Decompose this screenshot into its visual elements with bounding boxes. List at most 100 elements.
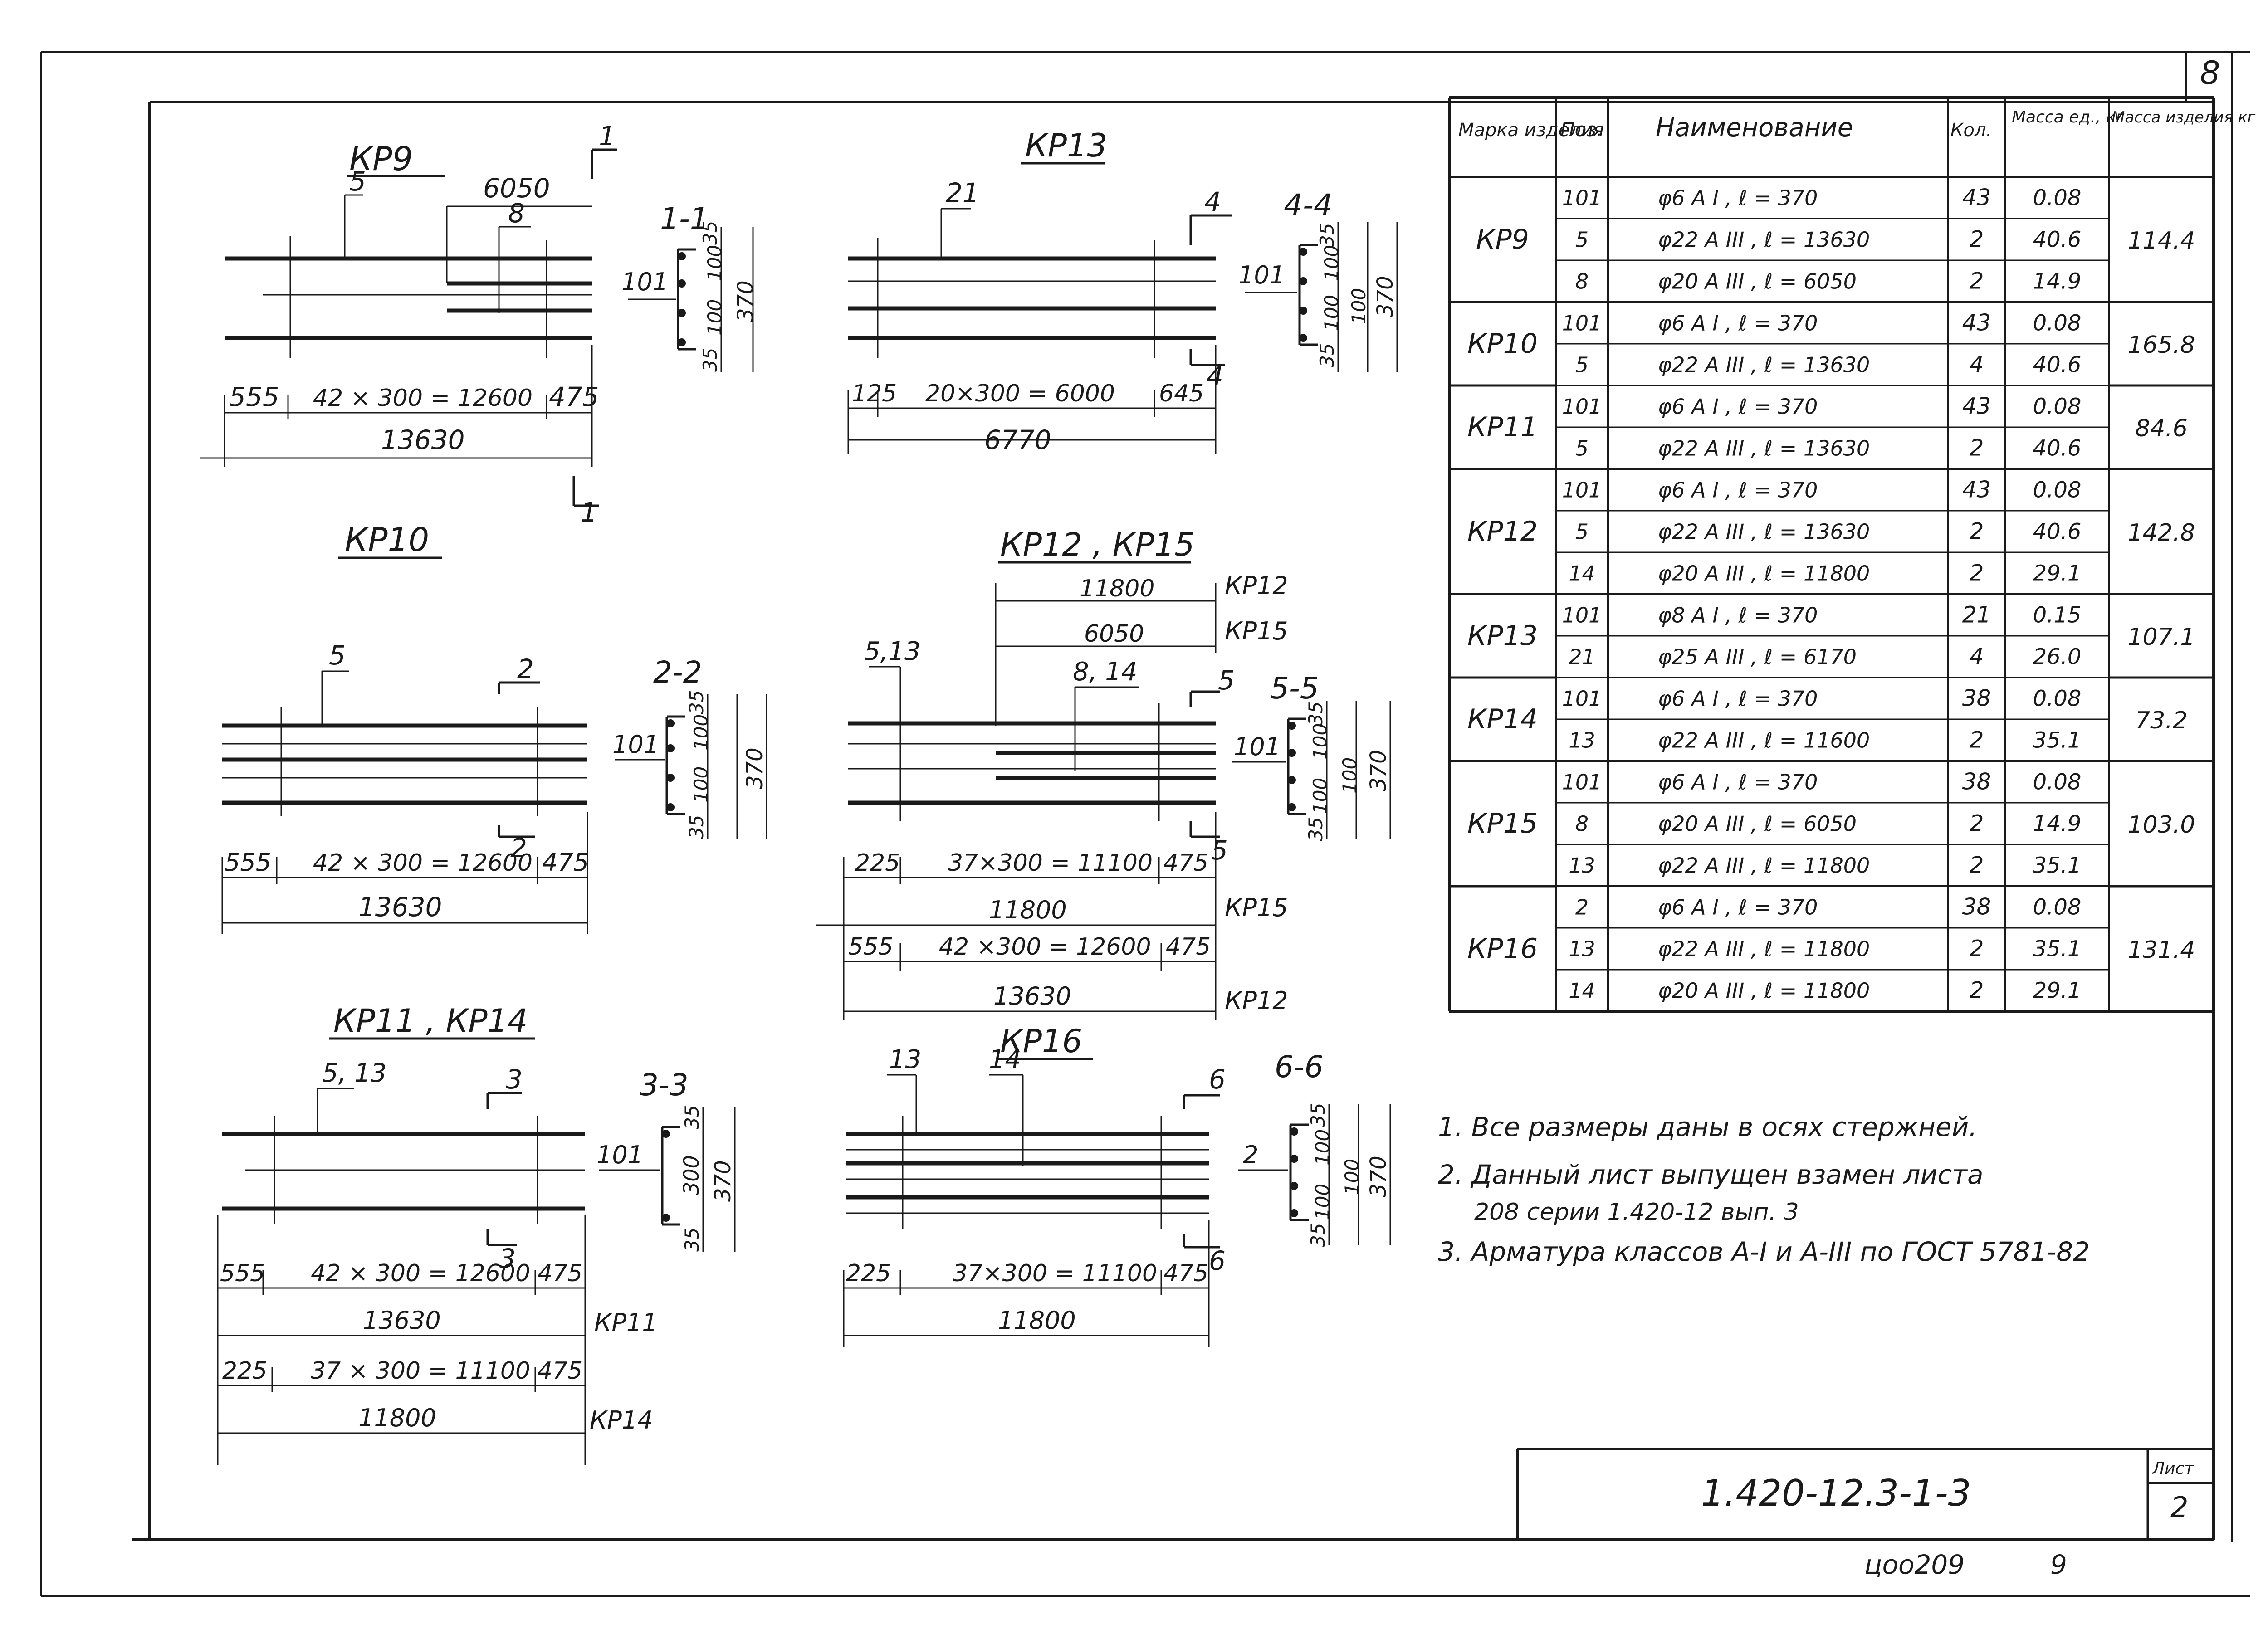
dim-label: 555 bbox=[220, 1260, 265, 1287]
cell-name: φ22 А III , ℓ = 13630 bbox=[1658, 228, 1870, 252]
dim-label: 13630 bbox=[358, 892, 442, 922]
dim-label: 475 bbox=[549, 381, 599, 412]
cell-name: φ20 А III , ℓ = 6050 bbox=[1658, 269, 1857, 294]
dim-label: 35 bbox=[681, 1228, 703, 1252]
cell-pos: 8 bbox=[1575, 269, 1589, 294]
dim-label: 475 bbox=[538, 1357, 582, 1385]
cell-unit-mass: 40.6 bbox=[2033, 436, 2082, 461]
cell-name: φ25 А III , ℓ = 6170 bbox=[1658, 645, 1857, 669]
cell-qty: 38 bbox=[1962, 894, 1991, 920]
dim-label: 300 bbox=[679, 1155, 704, 1195]
dim-label: 37 × 300 = 11100 bbox=[311, 1357, 530, 1385]
cell-qty: 2 bbox=[1970, 268, 1984, 294]
cell-pos: 14 bbox=[1569, 561, 1595, 586]
section-title: 5-5 bbox=[1270, 671, 1319, 706]
cell-pos: 101 bbox=[1562, 687, 1602, 711]
view-kp13: КР13 21 4 4 125 20×300 = 6000 645 6770 4… bbox=[847, 127, 1398, 455]
header-name: Наименование bbox=[1656, 113, 1853, 142]
section-title: 6-6 bbox=[1275, 1049, 1324, 1084]
dim-label: 35 bbox=[699, 221, 721, 245]
dim-label: 35 bbox=[1316, 223, 1338, 247]
cell-unit-mass: 40.6 bbox=[2033, 519, 2082, 545]
cut-label: 5 bbox=[1211, 835, 1228, 866]
sheet-corner-number: 8 bbox=[2200, 54, 2220, 92]
section-title: 1-1 bbox=[660, 201, 709, 236]
cell-unit-mass: 35.1 bbox=[2033, 937, 2082, 962]
cell-unit-mass: 14.9 bbox=[2033, 811, 2082, 837]
cell-item-mass: 142.8 bbox=[2128, 519, 2195, 546]
cell-pos: 101 bbox=[1562, 770, 1602, 795]
dim-label: 6050 bbox=[1084, 620, 1144, 648]
cell-qty: 43 bbox=[1962, 477, 1991, 503]
cell-pos: 2 bbox=[1575, 895, 1589, 920]
cell-qty: 2 bbox=[1970, 518, 1984, 545]
dim-tag: КР12 bbox=[1225, 571, 1288, 600]
document-code: 1.420-12.3-1-3 bbox=[1701, 1472, 1971, 1514]
dim-label: 6770 bbox=[984, 424, 1051, 455]
cut-label: 1 bbox=[599, 121, 616, 151]
cell-unit-mass: 0.08 bbox=[2033, 478, 2082, 503]
cell-mark: КР9 bbox=[1476, 224, 1529, 255]
dim-label: 35 bbox=[685, 690, 708, 714]
cut-label: 3 bbox=[499, 1243, 516, 1274]
view-title: КР16 bbox=[1000, 1023, 1082, 1060]
dim-label: 225 bbox=[222, 1357, 267, 1385]
header-pos: Поз. bbox=[1560, 118, 1603, 141]
cut-label: 4 bbox=[1207, 361, 1223, 392]
dim-label: 225 bbox=[855, 849, 900, 877]
title-block: 1.420-12.3-1-3 Лист 2 цоо209 9 bbox=[1516, 1448, 2214, 1580]
cut-label: 6 bbox=[1209, 1064, 1226, 1095]
cell-pos: 8 bbox=[1575, 812, 1589, 836]
cell-mark: КР10 bbox=[1467, 328, 1538, 360]
cell-unit-mass: 0.08 bbox=[2033, 185, 2082, 211]
cell-name: φ22 А III , ℓ = 11800 bbox=[1658, 854, 1870, 878]
view-title: КР12 , КР15 bbox=[1000, 526, 1195, 563]
section-title: 3-3 bbox=[640, 1068, 689, 1102]
general-notes: 1. Все размеры даны в осях стержней. 2. … bbox=[1438, 1112, 2090, 1267]
cell-name: φ6 А I , ℓ = 370 bbox=[1658, 186, 1818, 210]
dim-label: 475 bbox=[1163, 849, 1208, 877]
header-unit-mass: Масса ед., кг bbox=[2012, 108, 2125, 127]
dim-label: 37×300 = 11100 bbox=[953, 1260, 1157, 1287]
cell-name: φ6 А I , ℓ = 370 bbox=[1658, 478, 1818, 502]
cell-qty: 38 bbox=[1962, 769, 1991, 795]
dim-label: 475 bbox=[1163, 1260, 1208, 1287]
dim-label: 100 bbox=[1309, 723, 1331, 760]
dim-label: 475 bbox=[1166, 933, 1211, 961]
dim-label: 11800 bbox=[1080, 575, 1154, 602]
cell-pos: 5 bbox=[1575, 436, 1589, 461]
cut-label: 3 bbox=[506, 1064, 523, 1095]
note-line: 208 серии 1.420-12 вып. 3 bbox=[1474, 1199, 1799, 1226]
cell-name: φ6 А I , ℓ = 370 bbox=[1658, 395, 1818, 419]
cell-qty: 21 bbox=[1962, 602, 1991, 628]
cell-unit-mass: 0.08 bbox=[2033, 686, 2082, 712]
cell-name: φ22 А III , ℓ = 13630 bbox=[1658, 436, 1870, 461]
cell-unit-mass: 40.6 bbox=[2033, 352, 2082, 378]
view-title: КР13 bbox=[1025, 127, 1107, 164]
dim-label: 645 bbox=[1159, 380, 1204, 407]
dim-label: 475 bbox=[538, 1260, 582, 1287]
cell-mark: КР16 bbox=[1467, 933, 1538, 965]
dim-label: 370 bbox=[1366, 1156, 1391, 1197]
dim-label: 37×300 = 11100 bbox=[948, 849, 1153, 877]
pos-label: 2 bbox=[1243, 1141, 1258, 1169]
cell-name: φ20 А III , ℓ = 11800 bbox=[1658, 979, 1870, 1003]
dim-label: 555 bbox=[229, 381, 279, 412]
cut-label: 2 bbox=[510, 833, 527, 863]
cut-label: 1 bbox=[581, 497, 597, 528]
cell-qty: 43 bbox=[1962, 185, 1991, 211]
dim-tag: КР12 bbox=[1225, 986, 1288, 1015]
view-kp9: КР9 5 6050 8 1 1 555 42 × 300 = 12600 47… bbox=[200, 121, 758, 528]
dim-label: 100 bbox=[1311, 1184, 1334, 1220]
pos-label: 5, 13 bbox=[322, 1058, 387, 1088]
cell-mark: КР15 bbox=[1467, 808, 1538, 839]
view-title: КР9 bbox=[349, 140, 413, 178]
cell-qty: 4 bbox=[1970, 644, 1984, 670]
cell-unit-mass: 14.9 bbox=[2033, 269, 2082, 294]
pos-label: 8 bbox=[508, 198, 525, 229]
dim-label: 35 bbox=[1307, 1103, 1329, 1127]
dim-tag: КР15 bbox=[1225, 893, 1288, 922]
dim-label: 475 bbox=[542, 848, 589, 877]
dim-label: 370 bbox=[710, 1160, 736, 1202]
view-kp12-kp15: КР12 , КР15 11800 КР12 6050 КР15 5,13 8,… bbox=[816, 526, 1391, 1020]
